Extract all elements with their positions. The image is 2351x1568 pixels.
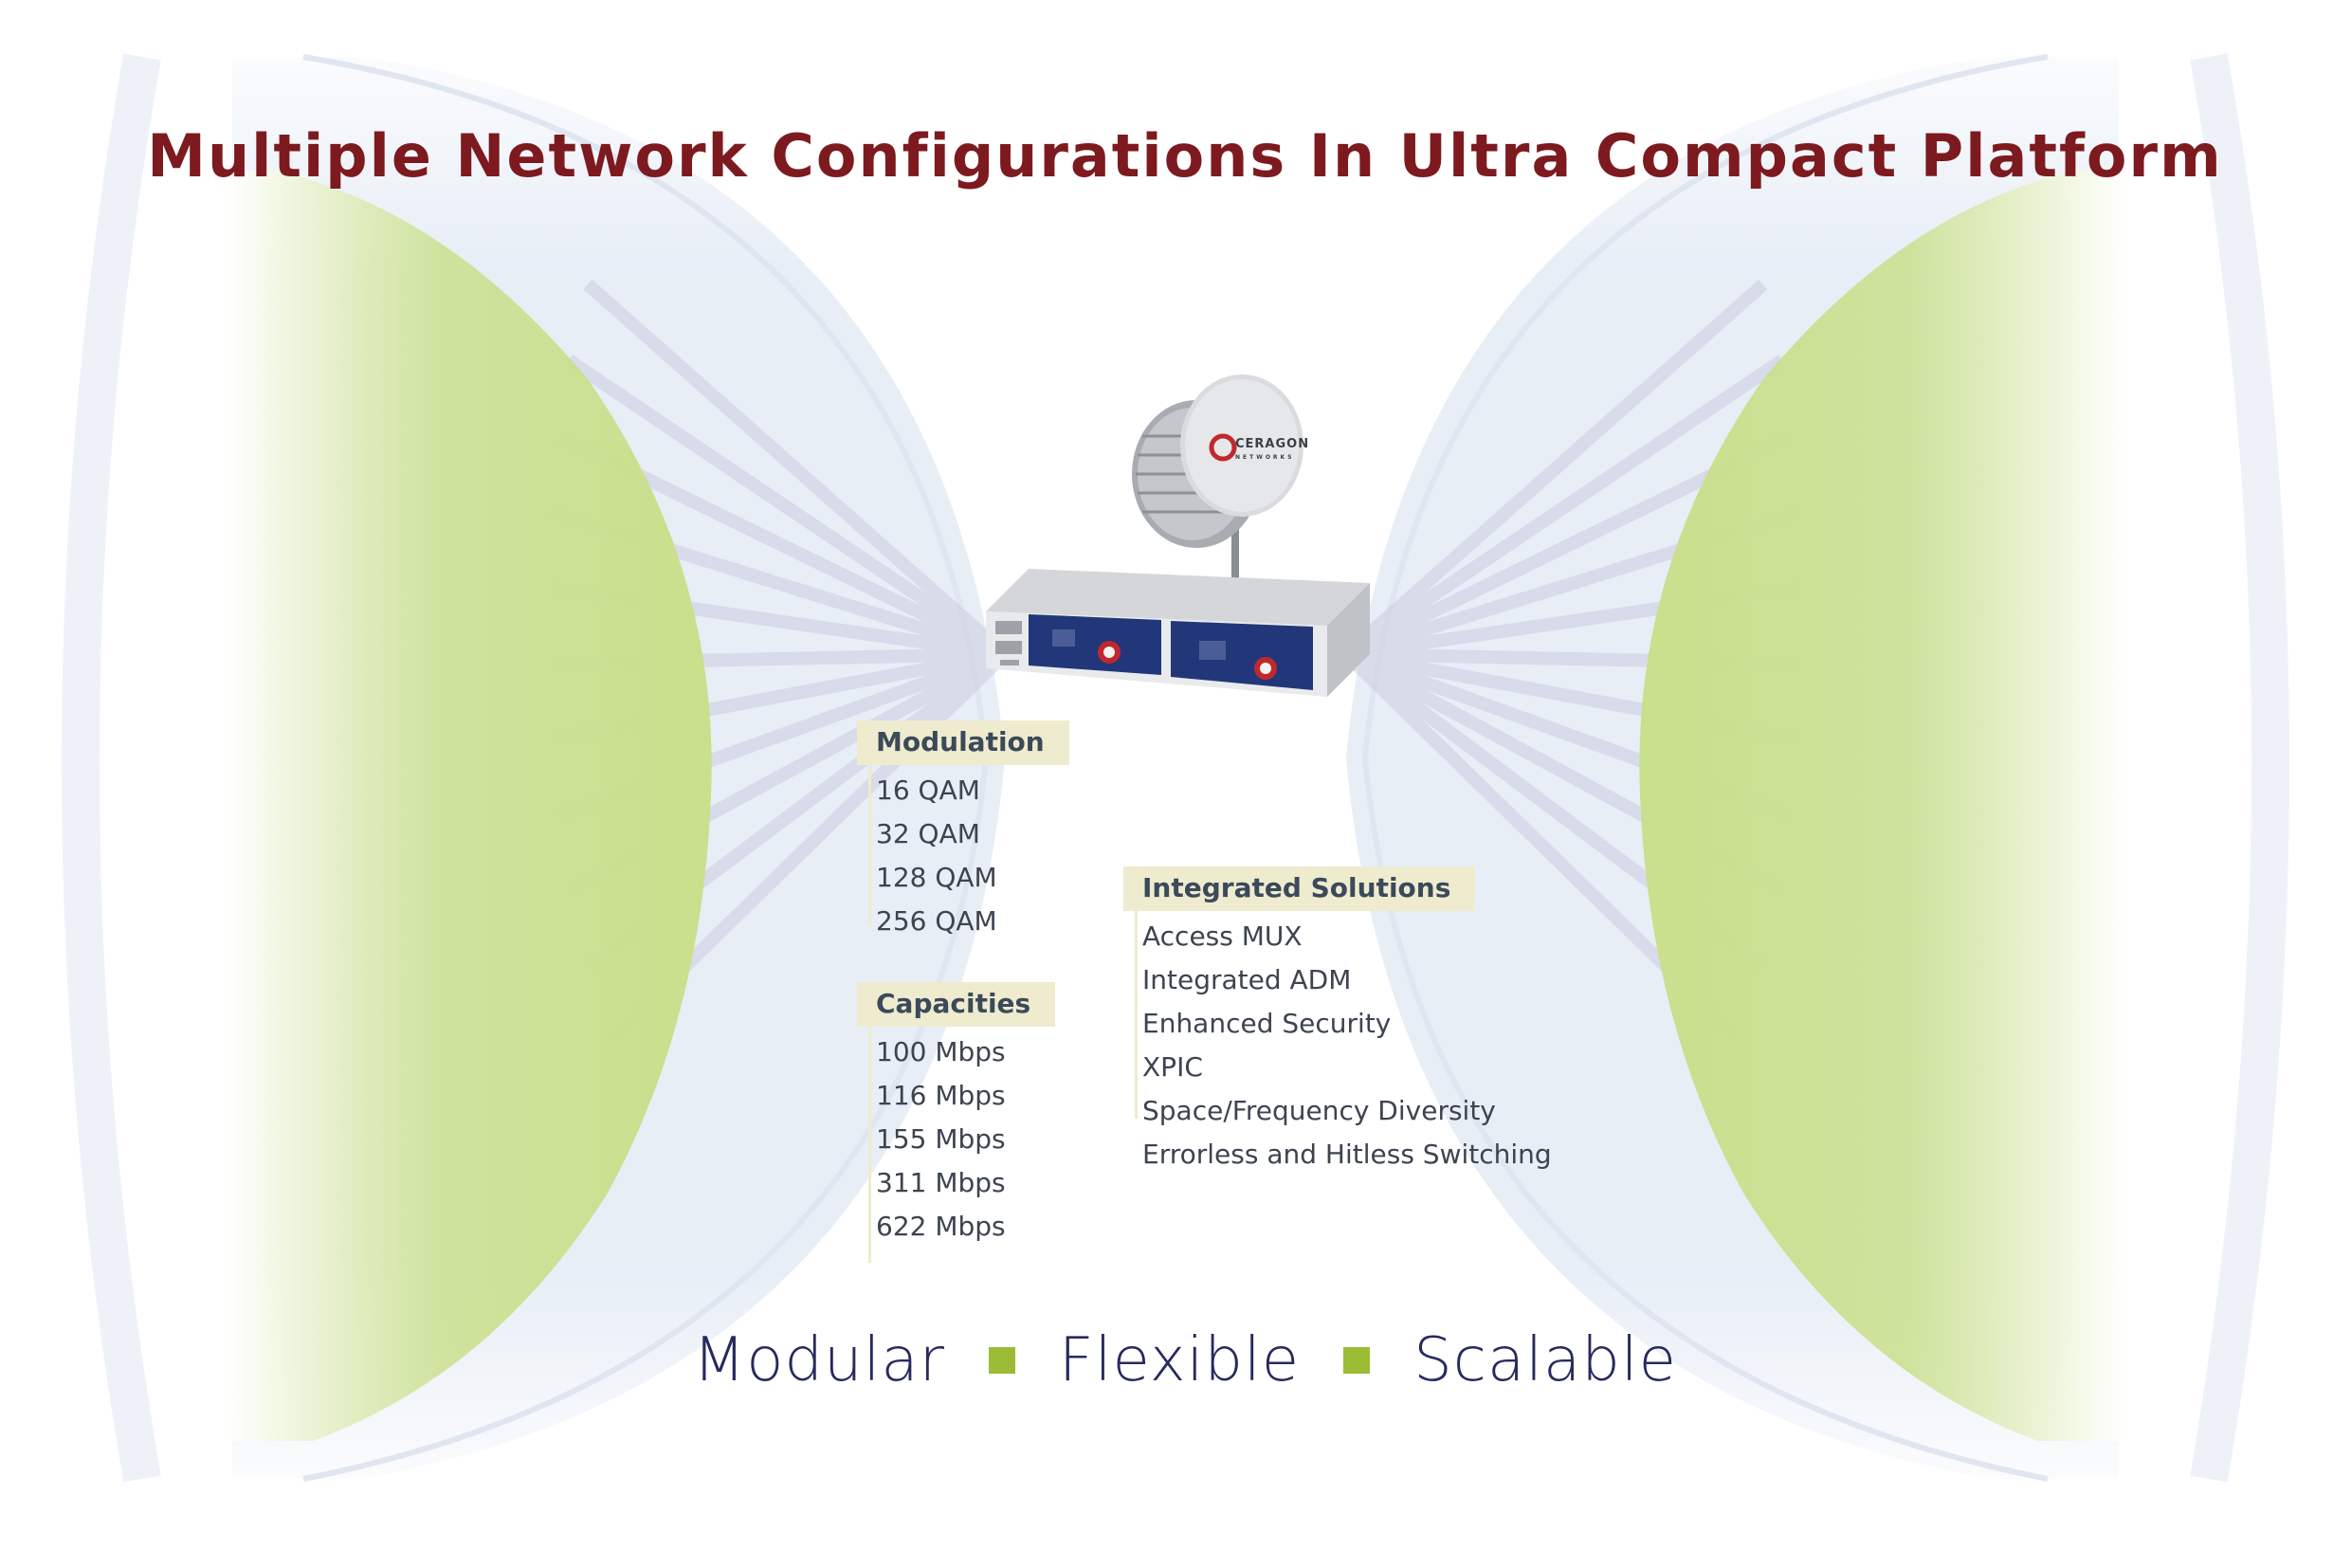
capacities-header: Capacities [857, 982, 1056, 1027]
capacities-item: 100 Mbps [876, 1036, 1006, 1067]
capacities-rule [868, 1026, 871, 1263]
tagline-word-modular: Modular [693, 1325, 945, 1395]
bullet-square-icon [988, 1346, 1015, 1374]
capacities-item: 116 Mbps [876, 1080, 1006, 1111]
integrated-solutions-item: Access MUX [1142, 921, 1303, 952]
integrated-solutions-item: Space/Frequency Diversity [1142, 1095, 1496, 1126]
tagline-word-scalable: Scalable [1413, 1325, 1677, 1395]
integrated-solutions-item: Errorless and Hitless Switching [1142, 1139, 1552, 1170]
tagline: Modular Flexible Scalable [0, 1325, 2351, 1395]
modulation-header: Modulation [857, 720, 1069, 765]
modulation-item: 128 QAM [876, 862, 997, 893]
integrated-solutions-item: Integrated ADM [1142, 964, 1352, 995]
modulation-item: 16 QAM [876, 775, 980, 806]
antenna-logo-text: CERAGON [1235, 437, 1310, 451]
antenna-logo-sub: NETWORKS [1235, 454, 1295, 461]
capacities-block: Capacities 100 Mbps 116 Mbps 155 Mbps 31… [857, 982, 1056, 1263]
bullet-square-icon [1343, 1346, 1371, 1374]
antenna-logo: CERAGON NETWORKS [1235, 438, 1309, 465]
integrated-solutions-item: XPIC [1142, 1051, 1203, 1083]
modulation-rule [868, 764, 871, 925]
modulation-item: 256 QAM [876, 905, 997, 937]
integrated-solutions-rule [1135, 910, 1138, 1119]
capacities-item: 622 Mbps [876, 1211, 1006, 1242]
integrated-solutions-item: Enhanced Security [1142, 1008, 1392, 1039]
capacities-item: 155 Mbps [876, 1123, 1006, 1155]
integrated-solutions-header: Integrated Solutions [1123, 866, 1476, 911]
modulation-item: 32 QAM [876, 818, 980, 849]
modulation-block: Modulation 16 QAM 32 QAM 128 QAM 256 QAM [857, 720, 1069, 943]
tagline-word-flexible: Flexible [1058, 1325, 1301, 1395]
page-title: Multiple Network Configurations In Ultra… [147, 121, 2223, 191]
capacities-item: 311 Mbps [876, 1167, 1006, 1198]
integrated-solutions-block: Integrated Solutions Access MUX Integrat… [1123, 866, 1552, 1176]
